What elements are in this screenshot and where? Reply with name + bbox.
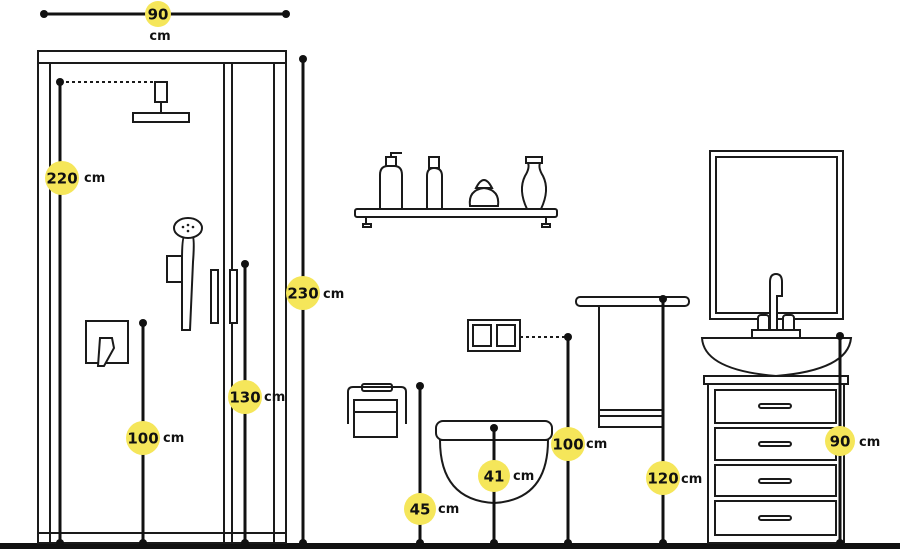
door-handle-left xyxy=(210,269,219,324)
value-paper-holder: 45 xyxy=(410,501,431,519)
badge-paper-holder: 45 cm xyxy=(404,493,459,525)
value-towel-bar: 120 xyxy=(647,470,678,488)
vase-icon xyxy=(521,156,547,210)
badge-shower-head: 220 cm xyxy=(45,161,105,195)
shower-enclosure xyxy=(37,50,287,544)
badge-mixer-valve: 100 cm xyxy=(126,421,184,455)
badge-toilet-seat: 41 cm xyxy=(478,460,534,492)
shelf-icon xyxy=(354,208,558,228)
mixer-valve-icon xyxy=(85,320,129,367)
unit-toilet-seat: cm xyxy=(513,469,534,484)
door-handle-right xyxy=(229,269,238,324)
value-shower-head: 220 xyxy=(46,170,77,188)
badge-door-handle: 130 cm xyxy=(228,380,285,414)
value-mixer-valve: 100 xyxy=(127,430,158,448)
badge-vanity: 90 cm xyxy=(825,426,880,456)
unit-mixer-valve: cm xyxy=(163,431,184,446)
unit-shower-head: cm xyxy=(84,171,105,186)
badge-towel-bar: 120 cm xyxy=(646,461,702,495)
bottle-icon xyxy=(379,152,403,210)
badge-flush-plate: 100 cm xyxy=(551,427,607,461)
shower-head-icon xyxy=(66,81,190,123)
unit-vanity: cm xyxy=(859,435,880,450)
basin-icon xyxy=(700,337,853,378)
dimension-line-shower-head xyxy=(56,78,64,547)
unit-shower-width: cm xyxy=(149,29,170,44)
unit-towel-bar: cm xyxy=(681,472,702,487)
value-flush-plate: 100 xyxy=(552,436,583,454)
vanity-icon xyxy=(703,375,849,544)
flush-plate-icon xyxy=(467,319,567,352)
badge-shower-width: 90 cm xyxy=(145,1,171,44)
value-enclosure-height: 230 xyxy=(287,285,318,303)
value-toilet-seat: 41 xyxy=(484,468,505,486)
unit-flush-plate: cm xyxy=(586,437,607,452)
towel-bar-icon xyxy=(575,296,690,428)
jar-icon xyxy=(468,179,500,207)
bottle-icon xyxy=(426,156,443,210)
value-shower-width: 90 xyxy=(148,6,169,24)
toilet-paper-holder-icon xyxy=(347,383,407,438)
floor-line xyxy=(0,543,900,549)
hand-shower-icon xyxy=(166,217,203,331)
unit-door-handle: cm xyxy=(264,390,285,405)
unit-paper-holder: cm xyxy=(438,502,459,517)
dimension-line-towel-bar xyxy=(659,295,667,547)
value-vanity: 90 xyxy=(830,433,851,451)
value-door-handle: 130 xyxy=(229,389,260,407)
faucet-icon xyxy=(751,272,801,339)
badge-enclosure-height: 230 cm xyxy=(286,276,344,310)
unit-enclosure-height: cm xyxy=(323,287,344,302)
